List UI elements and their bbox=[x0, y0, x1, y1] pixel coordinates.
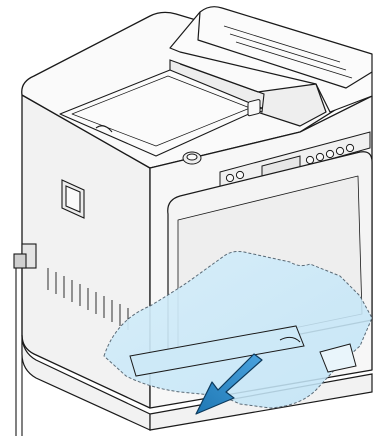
panel-button-1 bbox=[226, 174, 233, 181]
top-button bbox=[183, 152, 201, 164]
panel-button-menu bbox=[248, 99, 260, 116]
panel-button-7 bbox=[346, 144, 353, 151]
panel-button-3 bbox=[306, 156, 313, 163]
panel-button-2 bbox=[236, 171, 243, 178]
panel-button-4 bbox=[316, 153, 323, 160]
panel-button-6 bbox=[336, 147, 343, 154]
panel-button-5 bbox=[326, 150, 333, 157]
